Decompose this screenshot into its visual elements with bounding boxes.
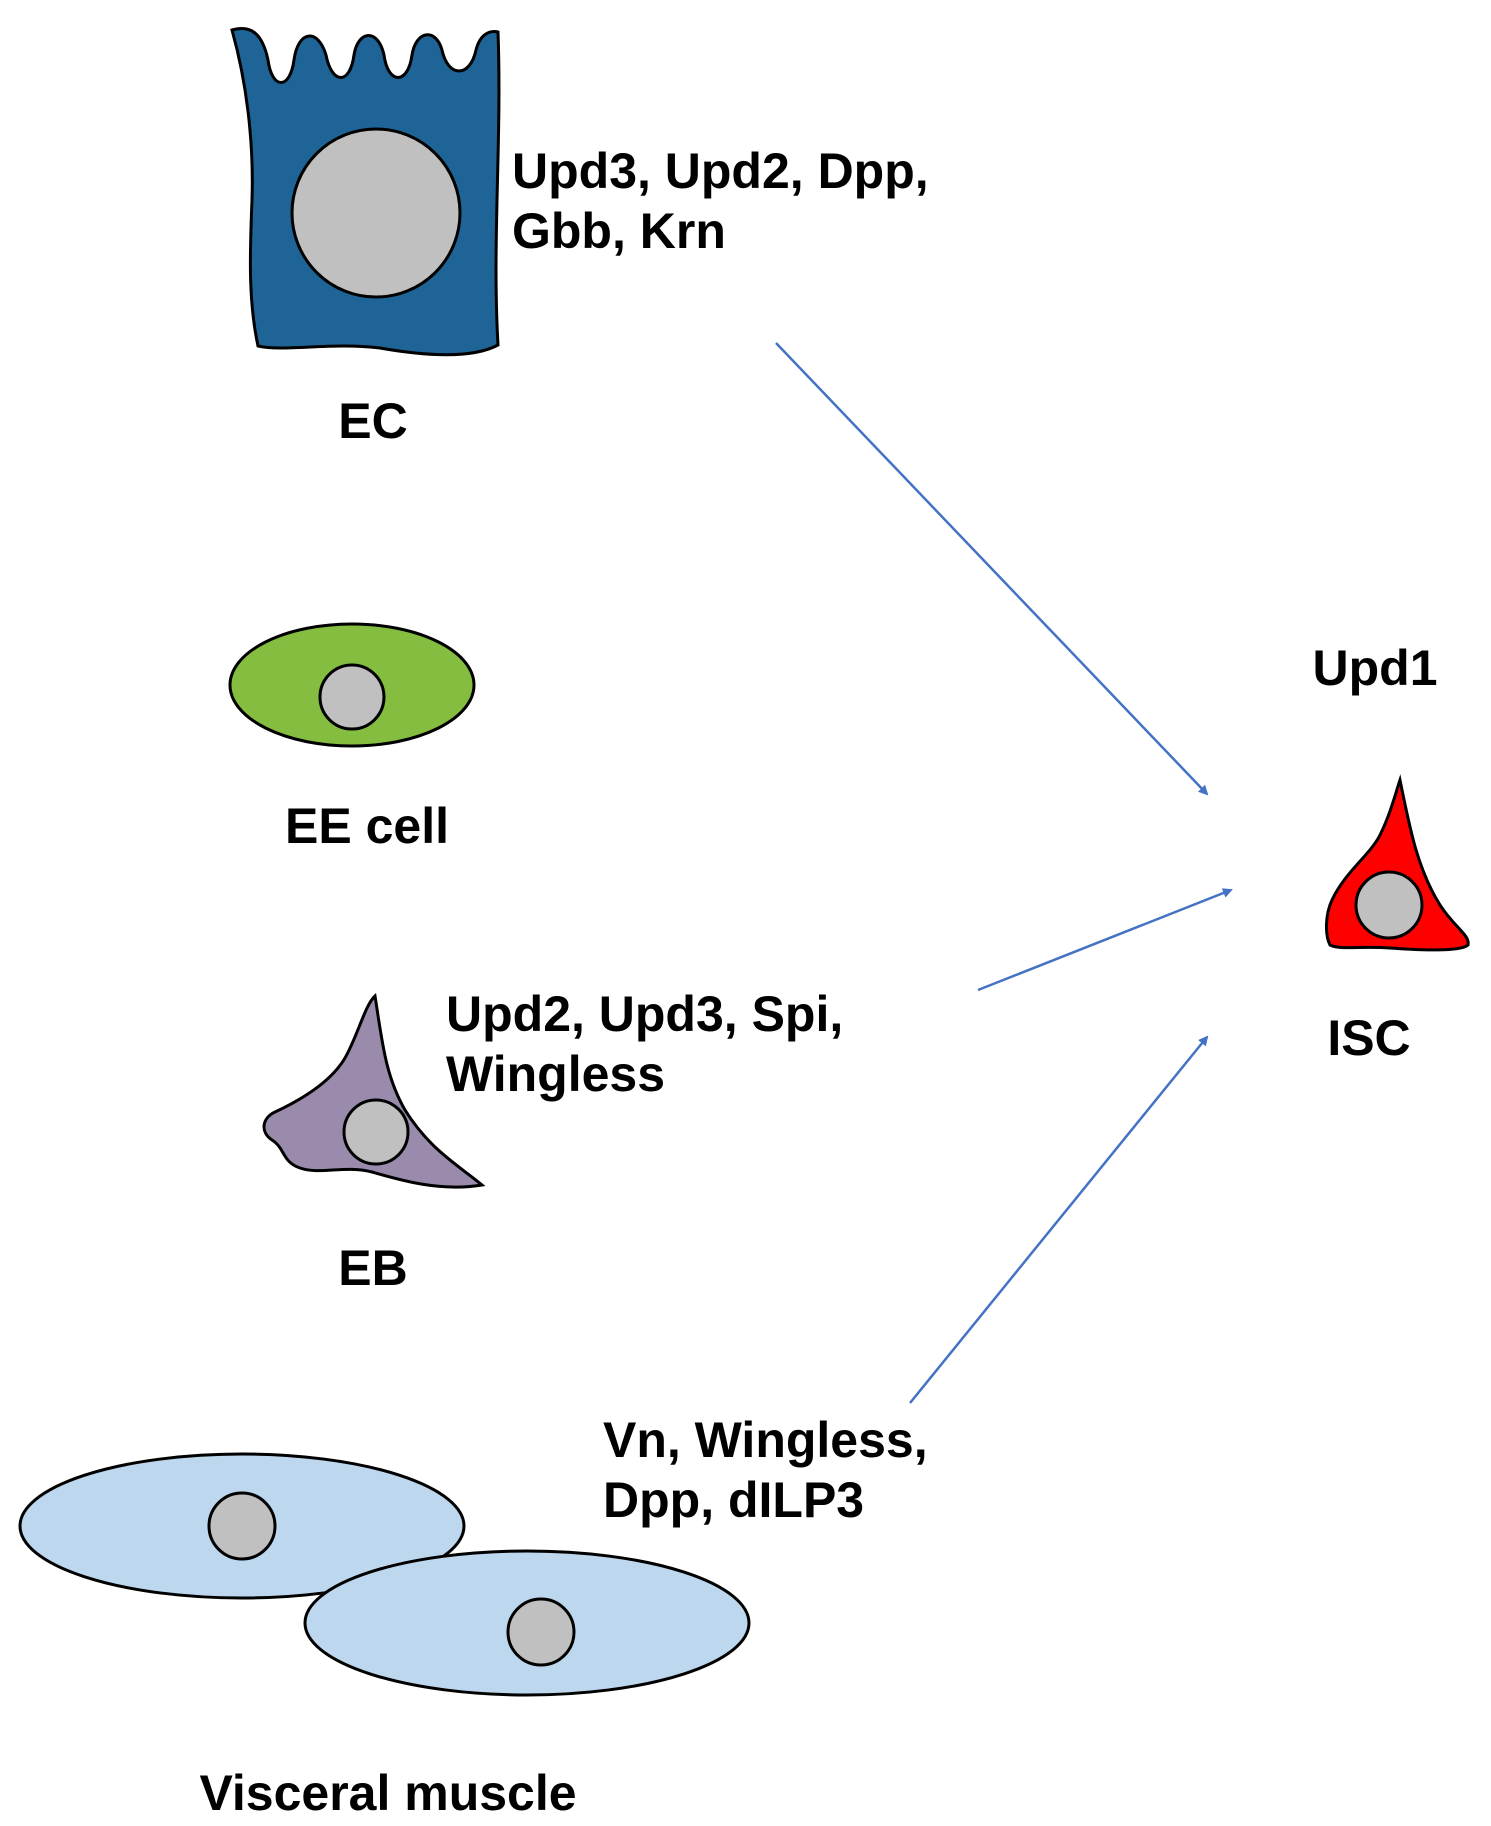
eb-cell-body [262,993,486,1189]
ec-signals-line-2: Gbb, Krn [512,203,726,259]
arrow-muscle-to-isc [909,1035,1209,1404]
ec-nucleus [290,127,462,299]
muscle-nucleus-2 [506,1597,576,1667]
ee-nucleus [318,663,386,731]
visceral-muscle-cells [18,1452,751,1697]
visceral-muscle-signals-line-1: Vn, Wingless, [603,1412,928,1468]
arrow-eb-to-isc [977,888,1233,992]
ec-label: EC [338,393,407,449]
eb-signals-line-2: Wingless [446,1046,665,1102]
ec-cell [230,27,501,357]
muscle-nucleus-1 [207,1491,277,1561]
eb-signals-line-1: Upd2, Upd3, Spi, [446,986,843,1042]
isc-signal: Upd1 [1313,640,1438,696]
arrow-ec-to-isc [775,342,1209,796]
eb-label: EB [338,1240,407,1296]
eb-cell [262,993,486,1189]
ec-signals-line-1: Upd3, Upd2, Dpp, [512,143,929,199]
visceral-muscle-signals-line-2: Dpp, dILP3 [603,1472,864,1528]
ee-cell [228,622,476,748]
eb-nucleus [342,1098,410,1166]
isc-cell [1325,774,1470,952]
isc-label: ISC [1327,1010,1410,1066]
visceral-muscle-label: Visceral muscle [199,1765,576,1821]
isc-nucleus [1354,870,1424,940]
ee-label: EE cell [285,798,449,854]
